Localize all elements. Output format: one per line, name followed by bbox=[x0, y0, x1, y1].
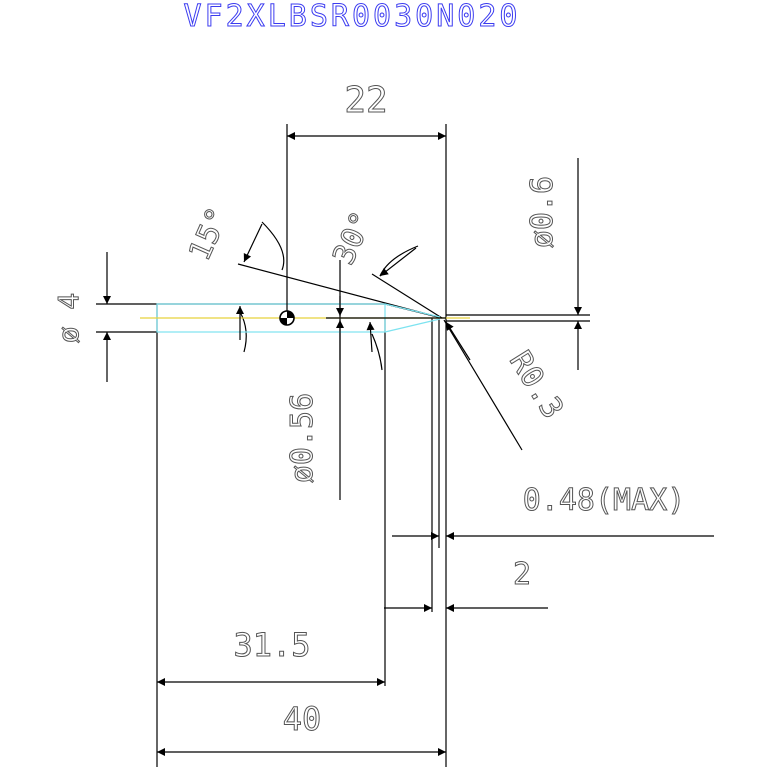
dimension-lines bbox=[103, 132, 714, 756]
helix-angle-arc-lower bbox=[239, 311, 247, 353]
label-helix-angle: 15° bbox=[182, 202, 236, 266]
label-tip-diameter: ø0.6 bbox=[525, 176, 560, 248]
point-angle-arc-lower bbox=[371, 333, 383, 371]
label-shank-diameter: ø 4 bbox=[52, 293, 85, 344]
gauge-point-symbol bbox=[279, 124, 295, 326]
label-overall-length: 40 bbox=[283, 700, 322, 738]
dim-30-arrow-bottom bbox=[366, 321, 375, 353]
label-tip-length: 2 bbox=[513, 557, 531, 592]
drawing-title: VF2XLBSR0030N020 bbox=[184, 0, 521, 34]
label-22: 22 bbox=[344, 80, 387, 121]
radius-leader bbox=[443, 319, 523, 451]
label-neck-diameter: ø0.56 bbox=[285, 393, 320, 483]
dim-30-arrow-top bbox=[379, 247, 417, 277]
helix-angle-arc bbox=[261, 221, 285, 271]
label-neck-length: 31.5 bbox=[233, 626, 310, 664]
label-point-angle: 30° bbox=[326, 206, 380, 270]
label-corner-radius: R0.3 bbox=[502, 345, 570, 425]
dim-r03-arrow bbox=[445, 321, 471, 361]
dimension-labels: 22 ø0.6 ø 4 ø0.56 15° 30° R0.3 0.48(MAX)… bbox=[52, 80, 686, 739]
label-max-flute: 0.48(MAX) bbox=[523, 483, 686, 518]
dim-15-arrow-top bbox=[243, 223, 263, 263]
taper-lower-line bbox=[371, 273, 443, 319]
neck-outline-top bbox=[384, 303, 441, 318]
neck-outline-bottom bbox=[384, 318, 441, 333]
